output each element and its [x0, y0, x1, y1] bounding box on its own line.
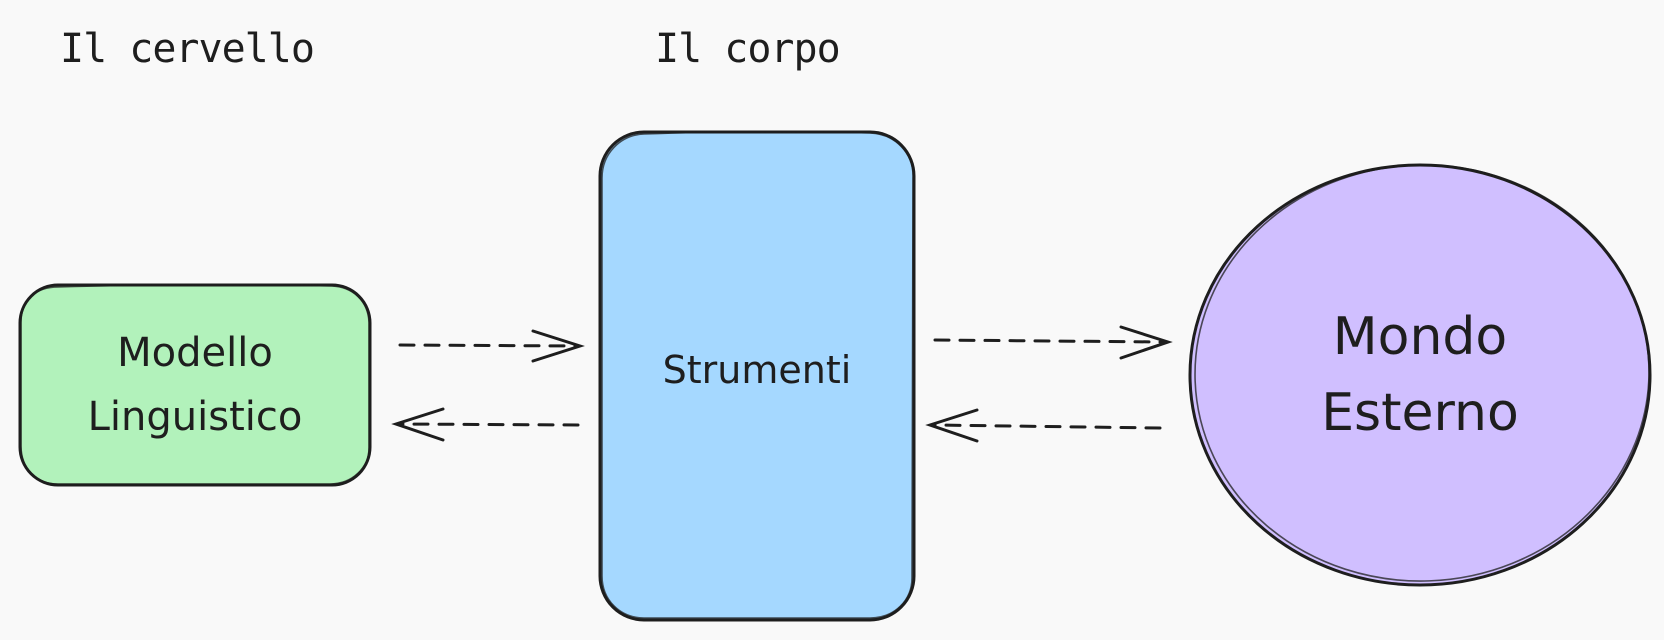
model-label-line1: Modello — [117, 330, 273, 376]
world-circle[interactable] — [1188, 157, 1656, 589]
tools-box[interactable] — [598, 130, 916, 622]
tools-label: Strumenti — [600, 330, 914, 410]
arrow-tools-to-world — [933, 325, 1173, 360]
arrow-tools-to-model — [391, 407, 580, 442]
brain-title: Il cervello — [60, 26, 315, 72]
model-label-line2: Linguistico — [87, 394, 303, 440]
model-label: Modello Linguistico — [20, 285, 370, 485]
arrow-world-to-tools — [925, 408, 1162, 443]
world-label: Mondo Esterno — [1185, 295, 1655, 455]
body-title: Il corpo — [655, 26, 841, 72]
arrow-model-to-tools — [398, 329, 585, 363]
world-label-line1: Mondo — [1332, 307, 1508, 367]
world-label-line2: Esterno — [1321, 383, 1519, 443]
tools-label-text: Strumenti — [662, 348, 852, 392]
model-box[interactable] — [18, 283, 372, 487]
